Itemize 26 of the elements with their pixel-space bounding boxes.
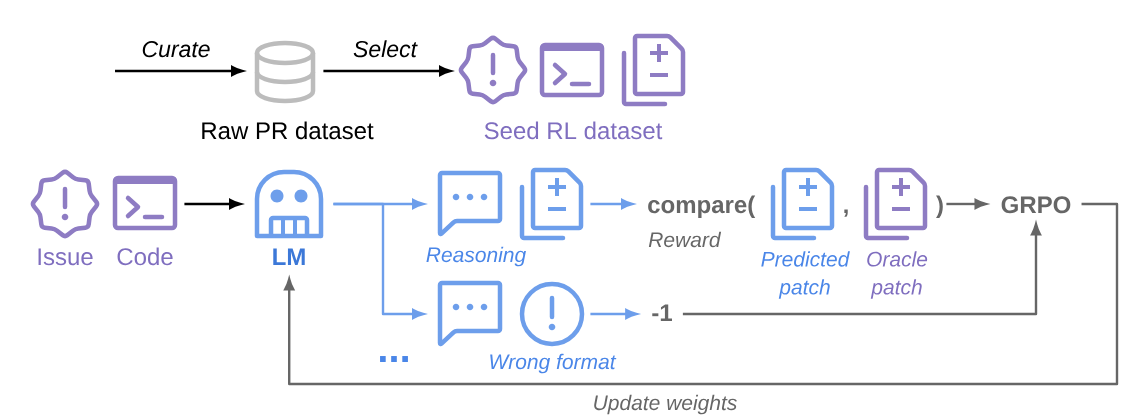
node-label: GRPO	[1001, 196, 1071, 214]
arrow	[323, 65, 452, 77]
node-label: )	[936, 195, 943, 218]
arrow	[333, 202, 425, 320]
edge-label: Curate	[142, 40, 210, 58]
arrow	[184, 198, 242, 210]
node-label: Seed RL dataset	[484, 121, 663, 140]
ellipsis-text: ...	[380, 356, 408, 362]
node-label: Wrong format	[490, 353, 617, 374]
arrow	[590, 308, 638, 320]
caption-label: Raw PR dataset	[202, 121, 374, 140]
arrow	[946, 198, 987, 210]
node-label: LM	[273, 248, 305, 265]
arrow	[115, 65, 244, 77]
node-label: Issue	[38, 248, 93, 266]
edge-label: Select	[353, 40, 418, 58]
node-label: Reward	[648, 231, 722, 248]
node-label: Predicted patch	[761, 251, 850, 299]
node-label: ,	[844, 209, 848, 217]
node-label: Reasoning	[426, 246, 526, 267]
node-label: compare(	[648, 195, 756, 218]
node-label: -1	[652, 304, 672, 321]
node-label: Oracle patch	[867, 251, 928, 299]
node-label: Code	[117, 247, 173, 266]
database-icon	[254, 40, 316, 104]
arrow	[590, 198, 634, 210]
